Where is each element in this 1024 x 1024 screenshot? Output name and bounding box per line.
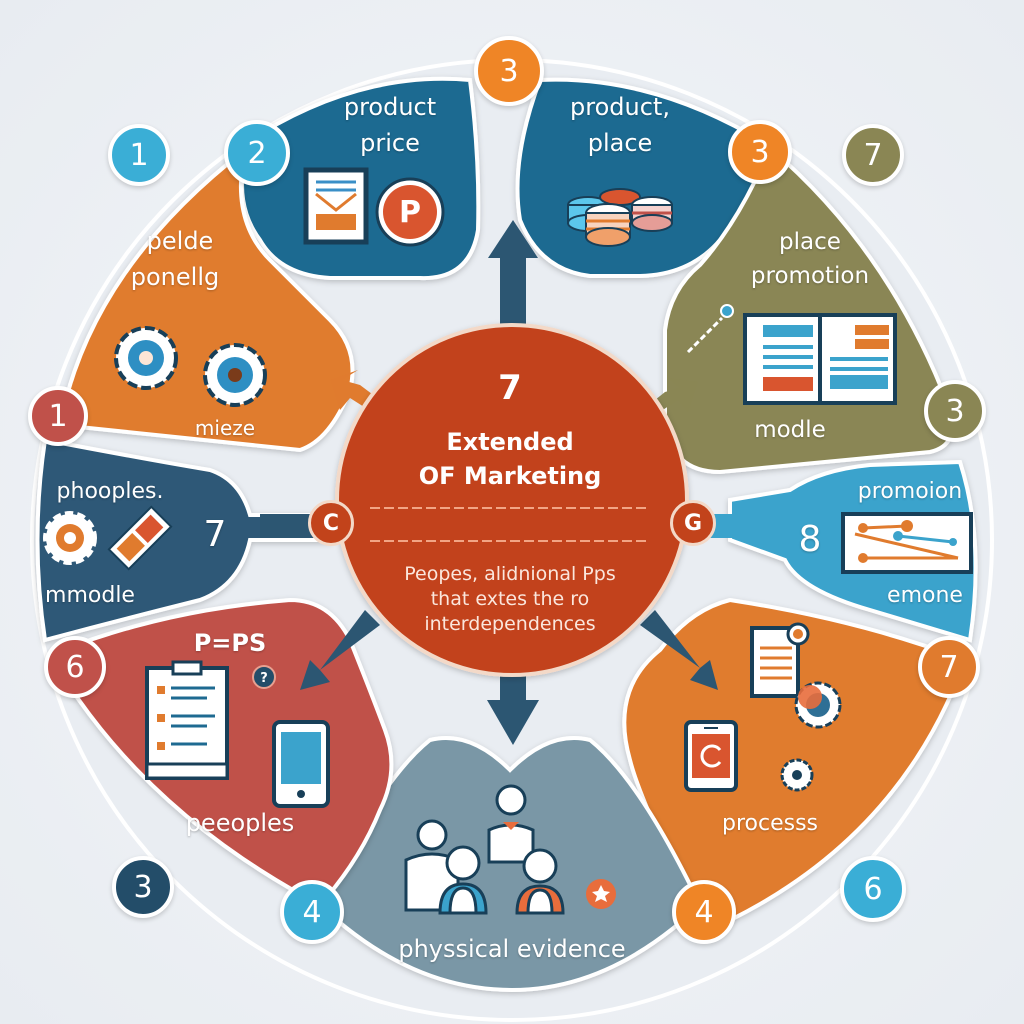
star-badge-icon <box>586 879 616 909</box>
checklist-icon <box>145 660 229 780</box>
arrow-up-head <box>488 220 538 258</box>
segment-phooples-footer: mmodle <box>45 583 135 608</box>
segment-place-promotion-footer: modle <box>754 417 826 443</box>
badge-left-upper: 1 <box>28 386 88 446</box>
coins-stack-icon <box>567 188 673 247</box>
segment-pelde-footer: mieze <box>194 416 256 440</box>
segment-process-footer: processs <box>721 811 818 836</box>
center-subtitle-line1: Peopes, alidnional Pps <box>404 563 616 585</box>
gear-icon <box>203 343 267 407</box>
badge-top-left-inner: 2 <box>224 120 290 186</box>
phone-icon <box>272 720 330 808</box>
segment-promotion-line1: promoion <box>857 479 963 504</box>
segment-phooples[interactable] <box>35 437 332 643</box>
arrow-down-head <box>487 700 539 745</box>
segment-phooples-line1: phooples. <box>56 479 164 504</box>
badge-top-right-outer: 7 <box>842 124 904 186</box>
segment-pelde-line1: pelde <box>146 227 214 255</box>
segment-place-promotion-line2: promotion <box>750 263 870 289</box>
segment-product-price-line2: price <box>360 129 420 157</box>
question-badge-icon: ? <box>252 665 276 689</box>
center-subtitle-line2: that extes the ro <box>430 588 590 610</box>
badge-left-lower: 6 <box>44 636 106 698</box>
tablet-icon <box>684 720 738 792</box>
segment-product-place-line2: place <box>587 129 653 157</box>
segment-place-promotion-line1: place <box>779 229 841 255</box>
segment-product-price-line1: product <box>343 93 437 121</box>
small-gear-icon <box>780 758 814 792</box>
badge-top-left-outer: 1 <box>108 124 170 186</box>
badge-bottom-right-outer: 6 <box>840 856 906 922</box>
center-number: 7 <box>498 368 522 408</box>
people-group-icon <box>404 784 565 915</box>
badge-right-lower: 7 <box>918 636 980 698</box>
p-circle-icon: P <box>375 177 445 247</box>
svg-text:P: P <box>399 195 421 230</box>
segment-product-place-line1: product, <box>570 93 670 121</box>
badge-top-right-inner: 3 <box>728 120 792 184</box>
center-right-knob: G <box>670 500 716 546</box>
center-title-line2: OF Marketing <box>418 462 602 490</box>
gear-icon <box>43 511 97 565</box>
segment-phooples-number: 7 <box>203 514 227 555</box>
puzzle-icon <box>107 505 173 571</box>
badge-right-upper: 3 <box>924 380 986 442</box>
segment-people-pps-line1: P=PS <box>193 629 267 657</box>
svg-text:?: ? <box>260 671 268 686</box>
segment-promotion-number: 8 <box>798 519 822 560</box>
center-title-line1: Extended <box>446 428 574 456</box>
gear-icon <box>794 681 842 729</box>
center-left-knob: C <box>308 500 354 546</box>
segment-physical-evidence-footer: physsical evidence <box>398 935 626 963</box>
center-subtitle-line3: interdependences <box>424 613 596 635</box>
badge-bottom-left-outer: 3 <box>112 856 174 918</box>
segment-promotion-footer: emone <box>887 583 963 608</box>
arrow-down-right <box>640 610 718 690</box>
gear-icon <box>114 326 178 390</box>
open-book-icon <box>743 313 897 405</box>
document-icon <box>303 167 369 245</box>
pin-icon <box>686 304 734 354</box>
chart-board-icon <box>841 512 973 574</box>
clipboard-icon <box>750 622 810 698</box>
badge-top-center: 3 <box>474 36 544 106</box>
badge-bottom-right-inner: 4 <box>672 880 736 944</box>
segment-pelde-line2: ponellg <box>130 263 220 291</box>
arrow-down-left <box>300 610 380 690</box>
segment-people-pps-footer: peeoples <box>185 809 295 837</box>
badge-bottom-left-inner: 4 <box>280 880 344 944</box>
